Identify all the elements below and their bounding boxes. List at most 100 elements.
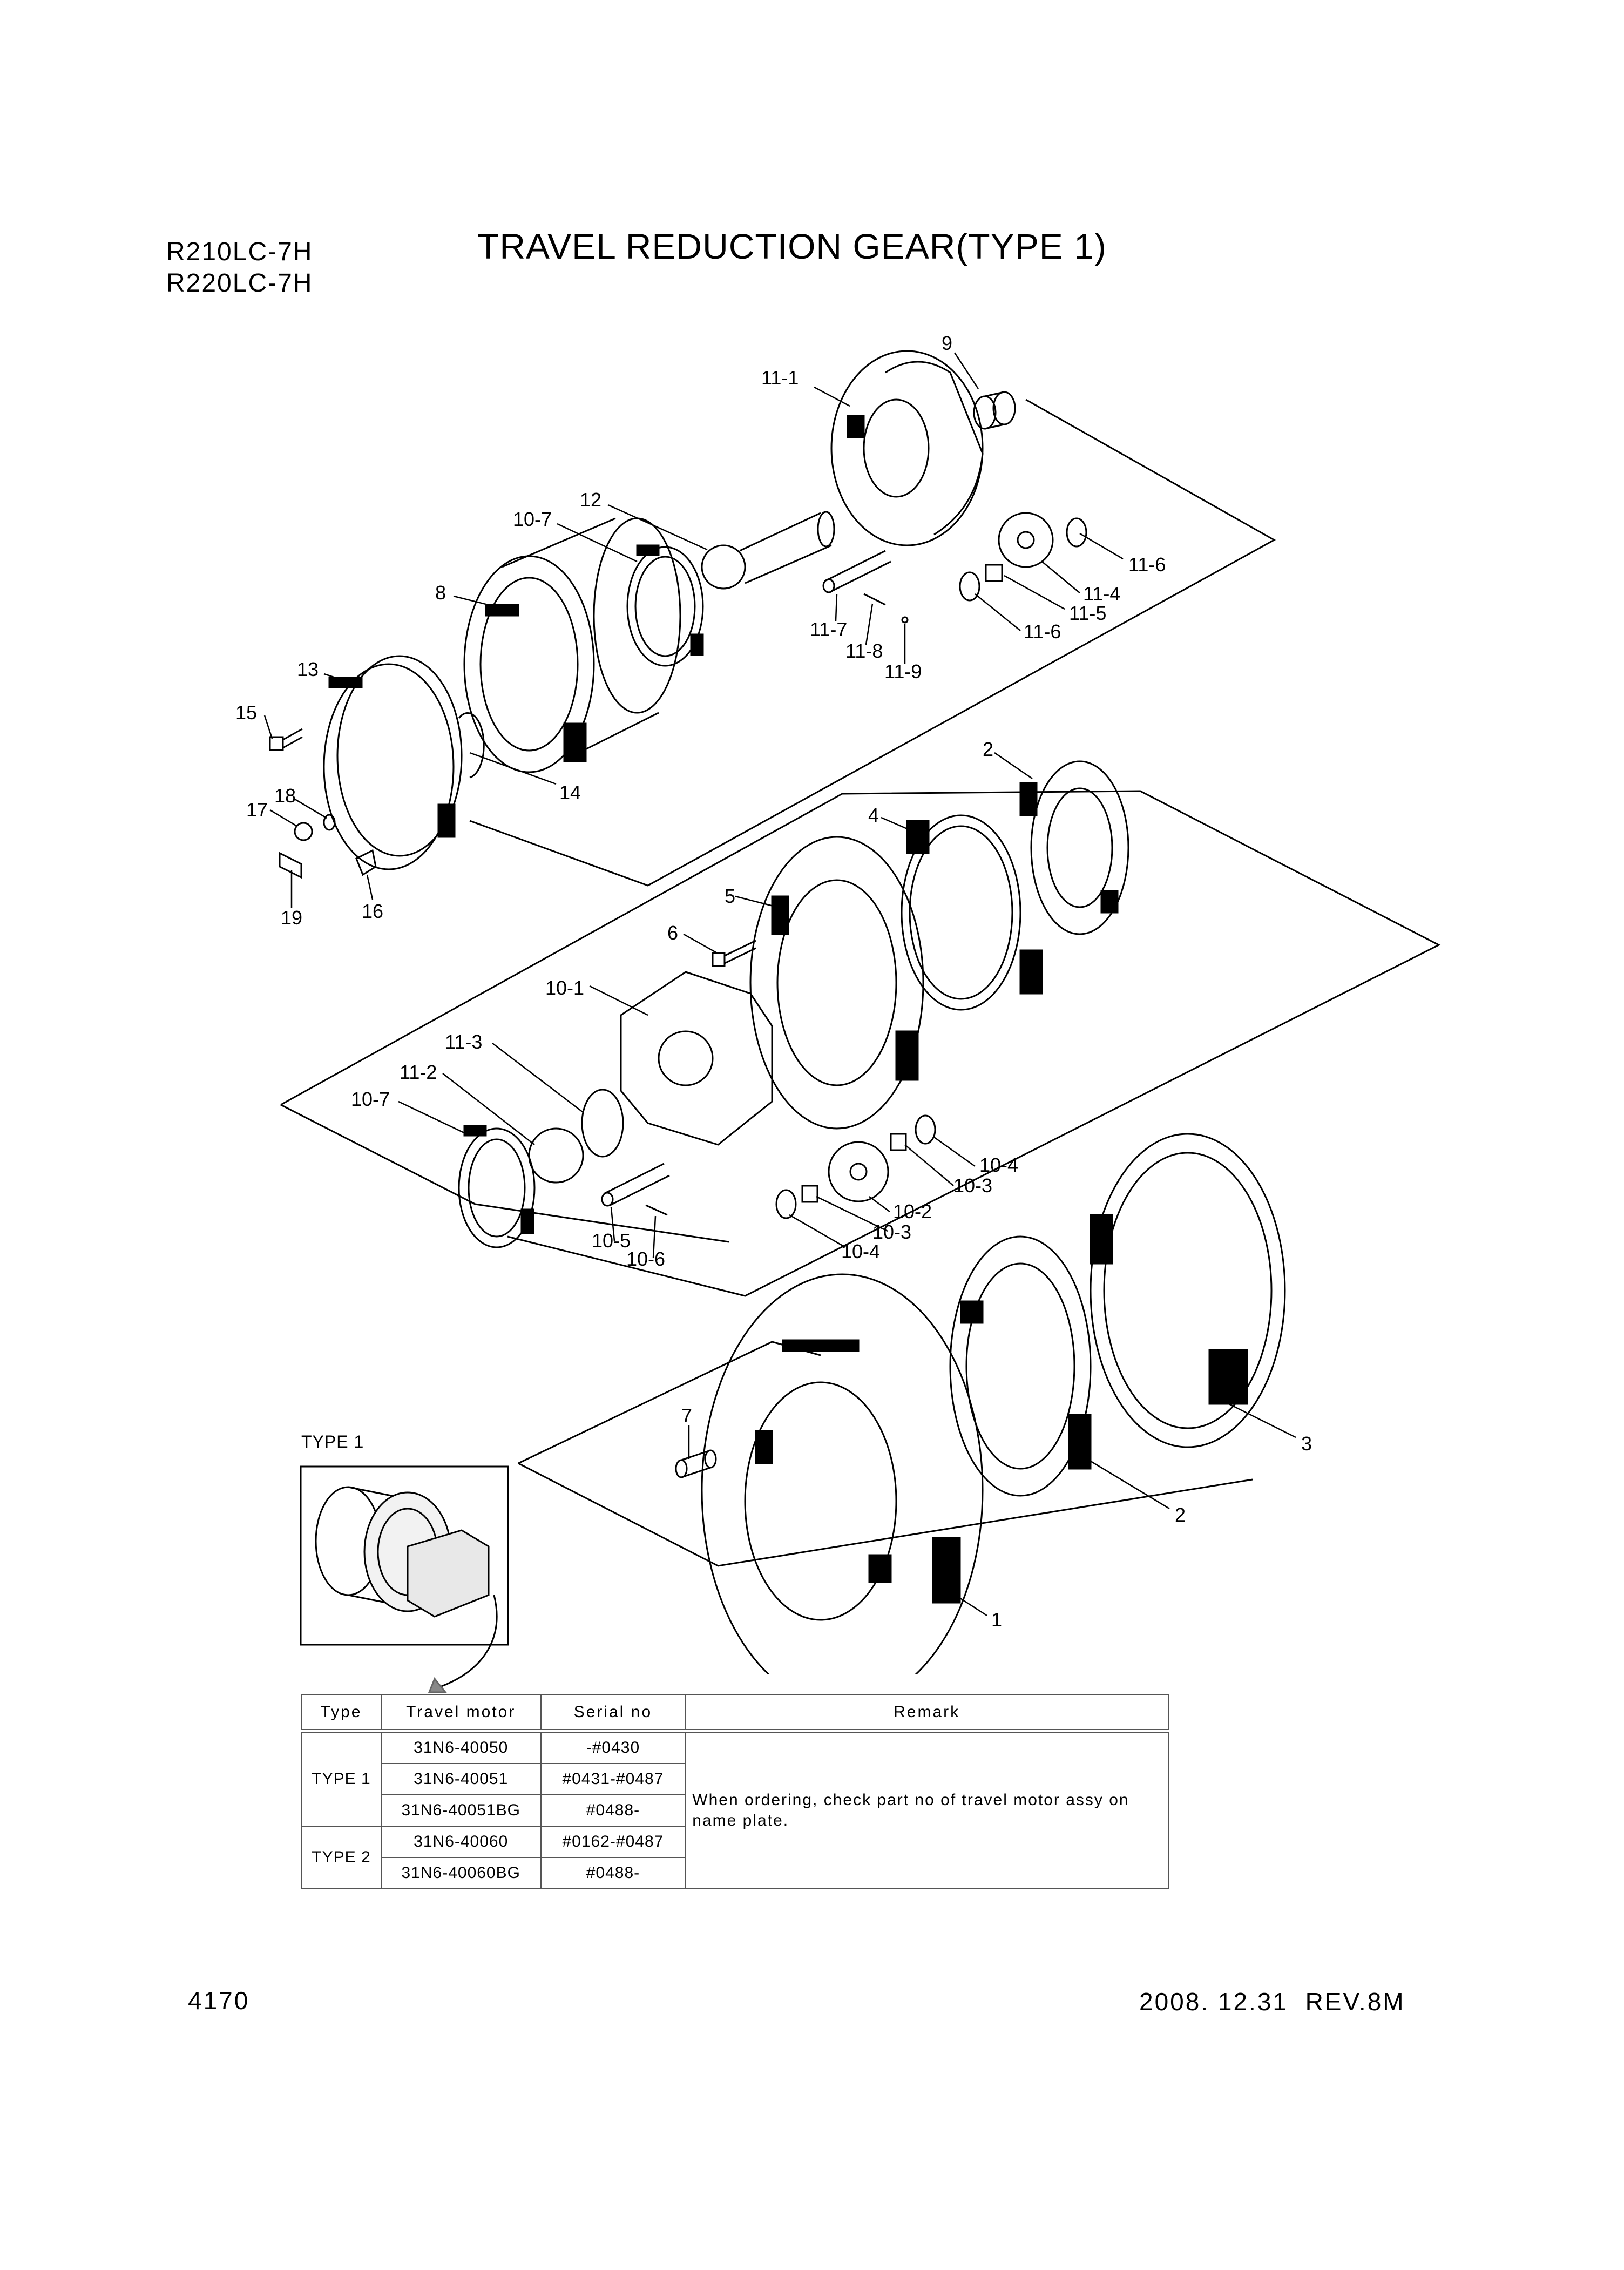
assembly-plane (518, 1462, 1253, 1567)
part-label: 11-4 (1083, 583, 1120, 605)
part-label: 11-1 (761, 367, 799, 389)
part-label: 13 (297, 658, 319, 680)
motor-cell: 31N6-40051BG (380, 1794, 542, 1827)
part-4-floating-seal (901, 814, 1043, 1011)
part-label: 17 (246, 799, 268, 821)
table-header-row: Type Travel motor Serial no Remark (301, 1694, 1169, 1733)
part-label: 10-1 (545, 977, 584, 999)
part-label: 10-2 (893, 1200, 932, 1222)
part-11-9-pin (901, 616, 909, 624)
part-label: 11-3 (445, 1031, 482, 1053)
part-label: 10-7 (351, 1088, 390, 1110)
part-label: 11-2 (400, 1061, 437, 1083)
part-label: 11-9 (884, 660, 922, 683)
pointer-arrowhead (428, 1677, 448, 1693)
part-11-3-snap-ring (581, 1089, 624, 1158)
serial-cell: #0431-#0487 (540, 1763, 686, 1795)
type-cell: TYPE 1 (301, 1730, 382, 1827)
assembly-plane (280, 1104, 729, 1243)
part-14-snap-ring (458, 712, 485, 779)
motor-cell: 31N6-40050 (380, 1730, 542, 1764)
part-11-7-pin (822, 550, 891, 593)
column-header: Type (301, 1694, 382, 1733)
part-10-5-pin (601, 1163, 670, 1207)
leader-lines (263, 352, 1296, 1617)
serial-cell: #0488- (540, 1857, 686, 1889)
model-name: R220LC-7H (166, 269, 313, 298)
part-12-sun-gear-shaft (701, 511, 835, 590)
part-label: 11-7 (810, 618, 847, 640)
column-header: Serial no (540, 1694, 686, 1733)
part-label: 3 (1301, 1433, 1312, 1455)
part-label: 10-7 (513, 508, 552, 530)
part-label: 5 (725, 885, 735, 907)
part-label: 10-6 (626, 1248, 665, 1270)
part-label: 19 (281, 907, 302, 929)
assembly-plane (518, 1341, 821, 1464)
type1-motor-inset (300, 1465, 509, 1693)
part-10-3-needle-bearing (801, 1133, 907, 1203)
table-row: TYPE 1 31N6-40050 -#0430 When ordering, … (301, 1730, 1169, 1889)
part-16-plug (355, 849, 377, 876)
part-17-plug (294, 822, 313, 841)
part-10-1-carrier (620, 971, 773, 1146)
table-row: 31N6-40051BG #0488- (301, 1794, 1168, 1827)
inset-label: TYPE 1 (301, 1432, 364, 1451)
column-header: Travel motor (380, 1694, 542, 1733)
part-11-1-carrier (830, 350, 984, 546)
part-10-2-planet-gear (828, 1141, 889, 1202)
part-label: 2 (983, 738, 993, 760)
part-1-hub (701, 1273, 984, 1674)
part-label: 12 (580, 489, 601, 511)
column-header: Remark (685, 1694, 1169, 1733)
part-15-bolt (269, 728, 303, 751)
part-9-bushing (973, 391, 1016, 430)
part-6-bolt (712, 940, 756, 967)
page-title: TRAVEL REDUCTION GEAR(TYPE 1) (477, 226, 1107, 266)
travel-motor-illustration (315, 1486, 490, 1618)
model-name: R210LC-7H (166, 238, 313, 266)
part-19-name-plate (279, 852, 302, 879)
assembly-plane (469, 398, 1276, 887)
remark-cell: When ordering, check part no of travel m… (685, 1730, 1169, 1889)
part-labels: 11-1 9 12 10-7 8 11-6 11-4 11-5 11-6 11-… (235, 332, 1312, 1631)
table-row: 31N6-40051 #0431-#0487 (301, 1763, 1168, 1795)
serial-cell: #0162-#0487 (540, 1826, 686, 1858)
part-label: 6 (667, 922, 678, 944)
part-7-pin (675, 1449, 717, 1478)
part-label: 4 (868, 804, 879, 826)
assembly-plane (280, 790, 1441, 1297)
part-2-bearing (949, 1235, 1092, 1497)
part-label: 11-6 (1128, 553, 1166, 576)
revision-date: 2008. 12.31 REV.8M (1139, 1988, 1405, 2016)
part-label: 8 (435, 582, 446, 604)
part-label: 18 (274, 785, 296, 807)
part-11-5-needle-bearing (985, 564, 1003, 582)
part-3-ring (1090, 1133, 1286, 1448)
part-10-7-thrust-ring (458, 1125, 536, 1248)
part-label: 1 (991, 1609, 1002, 1631)
part-8-ring-gear (463, 517, 681, 773)
part-label: 7 (681, 1404, 692, 1427)
serial-cell: #0488- (540, 1794, 686, 1827)
part-label: 10-5 (592, 1229, 631, 1252)
part-10-4-thrust-washer (775, 1114, 936, 1219)
exploded-parts-diagram: 11-1 9 12 10-7 8 11-6 11-4 11-5 11-6 11-… (235, 332, 1441, 1674)
inset-frame (300, 1465, 509, 1646)
part-label: 10-4 (979, 1154, 1018, 1176)
part-11-4-planet-gear (998, 512, 1054, 568)
motor-cell: 31N6-40051 (380, 1763, 542, 1795)
model-list: R210LC-7H R220LC-7H (166, 237, 313, 299)
serial-cell: -#0430 (540, 1730, 686, 1764)
motor-cell: 31N6-40060 (380, 1826, 542, 1858)
type-cell: TYPE 2 (301, 1826, 382, 1889)
part-label: 15 (235, 701, 257, 724)
part-10-6-spring-pin (645, 1204, 668, 1216)
part-label: 2 (1175, 1504, 1186, 1526)
part-11-8-spring-pin (863, 593, 886, 606)
part-13-cover (323, 655, 463, 870)
part-label: 10-3 (872, 1221, 911, 1243)
part-label: 10-4 (841, 1240, 880, 1262)
part-label: 14 (559, 781, 581, 803)
pointer-arrow (439, 1595, 498, 1688)
